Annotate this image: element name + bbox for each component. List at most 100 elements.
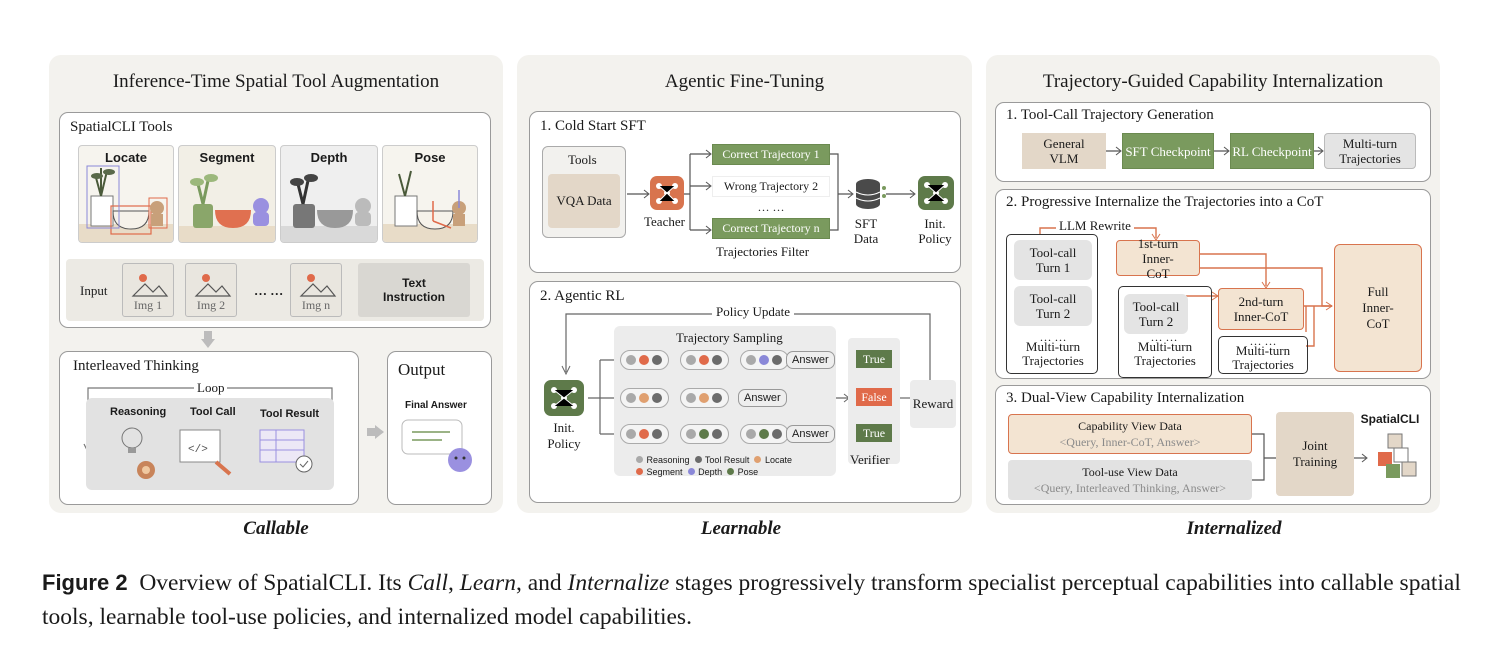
down-arrow-icon	[201, 331, 215, 348]
tool-locate-label: Locate	[105, 150, 147, 165]
callable-title: Inference-Time Spatial Tool Augmentation	[112, 71, 440, 92]
legend-reasoning: Reasoning	[646, 455, 690, 465]
reasoning-lightbulb-icon	[121, 427, 155, 479]
correct-trajectory-n[interactable]: Correct Trajectory n	[712, 218, 830, 239]
cold-start-sft-box: 1. Cold Start SFT Tools VQA Data Teacher…	[529, 111, 961, 273]
dots-3: … …	[1249, 334, 1277, 348]
caption-call: Call	[407, 570, 449, 596]
stage-label-callable: Callable	[243, 518, 309, 539]
traj-chip	[680, 350, 729, 370]
sampling-label: Trajectory Sampling	[676, 330, 783, 345]
inner-cot-1[interactable]: 1st-turn Inner-CoT	[1116, 236, 1200, 281]
trajectory-ellipsis: … …	[757, 199, 785, 214]
dots-2: … …	[1150, 330, 1178, 344]
toolcall-turn-2-a[interactable]: Tool-call Turn 2	[1014, 286, 1092, 326]
input-image-1[interactable]: Img 1	[122, 263, 174, 317]
interleaved-title: Interleaved Thinking	[73, 358, 199, 374]
input-image-n[interactable]: Img n	[290, 263, 342, 317]
general-vlm-node[interactable]: General VLM	[1022, 133, 1106, 169]
answer-chip-2: Answer	[738, 389, 787, 407]
legend-depth: Depth	[698, 467, 723, 477]
legend-reasoning-swatch	[636, 456, 643, 463]
traj-chip	[740, 424, 789, 444]
callable-panel: Inference-Time Spatial Tool Augmentation…	[49, 55, 503, 513]
s1-title: 1. Tool-Call Trajectory Generation	[1006, 107, 1214, 123]
pose-illustration-icon	[383, 170, 477, 242]
legend-pose: Pose	[737, 467, 759, 477]
correct-trajectory-1[interactable]: Correct Trajectory 1	[712, 144, 830, 165]
init-policy-rl-icon[interactable]	[544, 380, 584, 416]
toolcall-turn-2-b[interactable]: Tool-call Turn 2	[1124, 294, 1188, 334]
spatialcli-label: SpatialCLI	[1360, 412, 1420, 426]
answer-chip-1: Answer	[786, 351, 835, 369]
multiturn-stack-3	[1218, 336, 1308, 374]
legend-toolresult-swatch	[694, 456, 702, 463]
multiturn-traj-node[interactable]: Multi-turn Trajectories	[1324, 133, 1416, 169]
sft-title: 1. Cold Start SFT	[540, 118, 646, 134]
sft-database-icon[interactable]	[854, 178, 886, 210]
toolcall-turn-1[interactable]: Tool-call Turn 1	[1014, 240, 1092, 280]
tooluse-view-node[interactable]	[1008, 460, 1252, 500]
agentic-rl-box: 2. Agentic RL Policy Update Init. Policy…	[529, 281, 961, 503]
tools-label: Tools	[568, 152, 597, 167]
tool-pose-label: Pose	[414, 150, 446, 165]
text-instruction-card[interactable]: Text Instruction	[358, 263, 470, 317]
vqa-data-node[interactable]: VQA Data	[548, 174, 620, 228]
tool-segment[interactable]: Segment	[178, 145, 276, 243]
loop-label: Loop	[194, 380, 228, 396]
traj-chip	[620, 350, 669, 370]
reward-node[interactable]: Reward	[910, 380, 956, 428]
inner-cot-2[interactable]: 2nd-turn Inner-CoT	[1218, 288, 1304, 330]
image-icon	[299, 274, 337, 297]
init-policy-label: Init. Policy	[918, 216, 952, 246]
locate-illustration-icon	[79, 165, 173, 242]
multiturn-stack-1	[1006, 234, 1098, 374]
s2-title: 2. Progressive Internalize the Trajector…	[1006, 194, 1324, 210]
init-policy-network-icon[interactable]	[918, 176, 954, 210]
tool-pose[interactable]: Pose	[382, 145, 478, 243]
legend-toolresult: Tool Result	[704, 455, 750, 465]
capability-view-node[interactable]	[1008, 414, 1252, 454]
sft-checkpoint-node[interactable]: SFT Checkpoint	[1122, 133, 1214, 169]
llm-rewrite-label: LLM Rewrite	[1056, 218, 1134, 234]
spatialcli-cube-icon	[1378, 433, 1417, 478]
multiturn-label-2: Multi-turn Trajectories	[1134, 339, 1196, 368]
legend-locate-swatch	[754, 456, 762, 463]
interleaved-thinking-box: Interleaved Thinking Loop Reasoning Tool…	[59, 351, 359, 505]
legend-pose-swatch	[727, 468, 735, 475]
wrong-trajectory-2[interactable]: Wrong Trajectory 2	[712, 176, 830, 197]
joint-training-node[interactable]: Joint Training	[1276, 412, 1354, 496]
caption-text-a: Overview of SpatialCLI. Its	[139, 570, 408, 596]
caption-text-b: stages progressively transform specialis…	[42, 570, 1461, 630]
teacher-label: Teacher	[644, 214, 685, 229]
multiturn-stack-2	[1118, 286, 1212, 378]
multiturn-label-3: Multi-turn Trajectories	[1232, 343, 1294, 372]
legend-depth-swatch	[687, 468, 695, 475]
legend-segment-swatch	[636, 468, 643, 475]
image-label-1: Img 1	[133, 298, 163, 312]
caption-internalize: Internalize	[567, 570, 670, 596]
input-label: Input	[80, 283, 108, 298]
s1-connectors	[1106, 146, 1324, 156]
depth-illustration-icon	[281, 174, 377, 242]
tools-title: SpatialCLI Tools	[70, 119, 173, 135]
output-box: Output Final Answer	[387, 351, 492, 505]
output-title: Output	[398, 360, 446, 379]
tooluse-view-sub: <Query, Interleaved Thinking, Answer>	[1033, 481, 1227, 495]
tool-segment-label: Segment	[199, 150, 255, 165]
tool-depth[interactable]: Depth	[280, 145, 378, 243]
trajectories-filter-label: Trajectories Filter	[716, 244, 810, 259]
input-image-2[interactable]: Img 2	[185, 263, 237, 317]
step-toolcall-label: Tool Call	[190, 406, 236, 418]
stage-label-learnable: Learnable	[700, 518, 782, 539]
sft-connectors	[627, 149, 916, 235]
image-label-n: Img n	[301, 298, 331, 312]
internalized-title: Trajectory-Guided Capability Internaliza…	[1042, 71, 1384, 92]
dots-1: … …	[1039, 330, 1067, 344]
teacher-network-icon[interactable]	[650, 176, 684, 210]
full-inner-cot[interactable]: Full Inner-CoT	[1334, 244, 1422, 372]
tool-locate[interactable]: Locate	[78, 145, 174, 243]
internalized-panel: Trajectory-Guided Capability Internaliza…	[986, 55, 1440, 513]
capability-view-sub: <Query, Inner-CoT, Answer>	[1059, 435, 1201, 449]
rl-checkpoint-node[interactable]: RL Checkpoint	[1230, 133, 1314, 169]
